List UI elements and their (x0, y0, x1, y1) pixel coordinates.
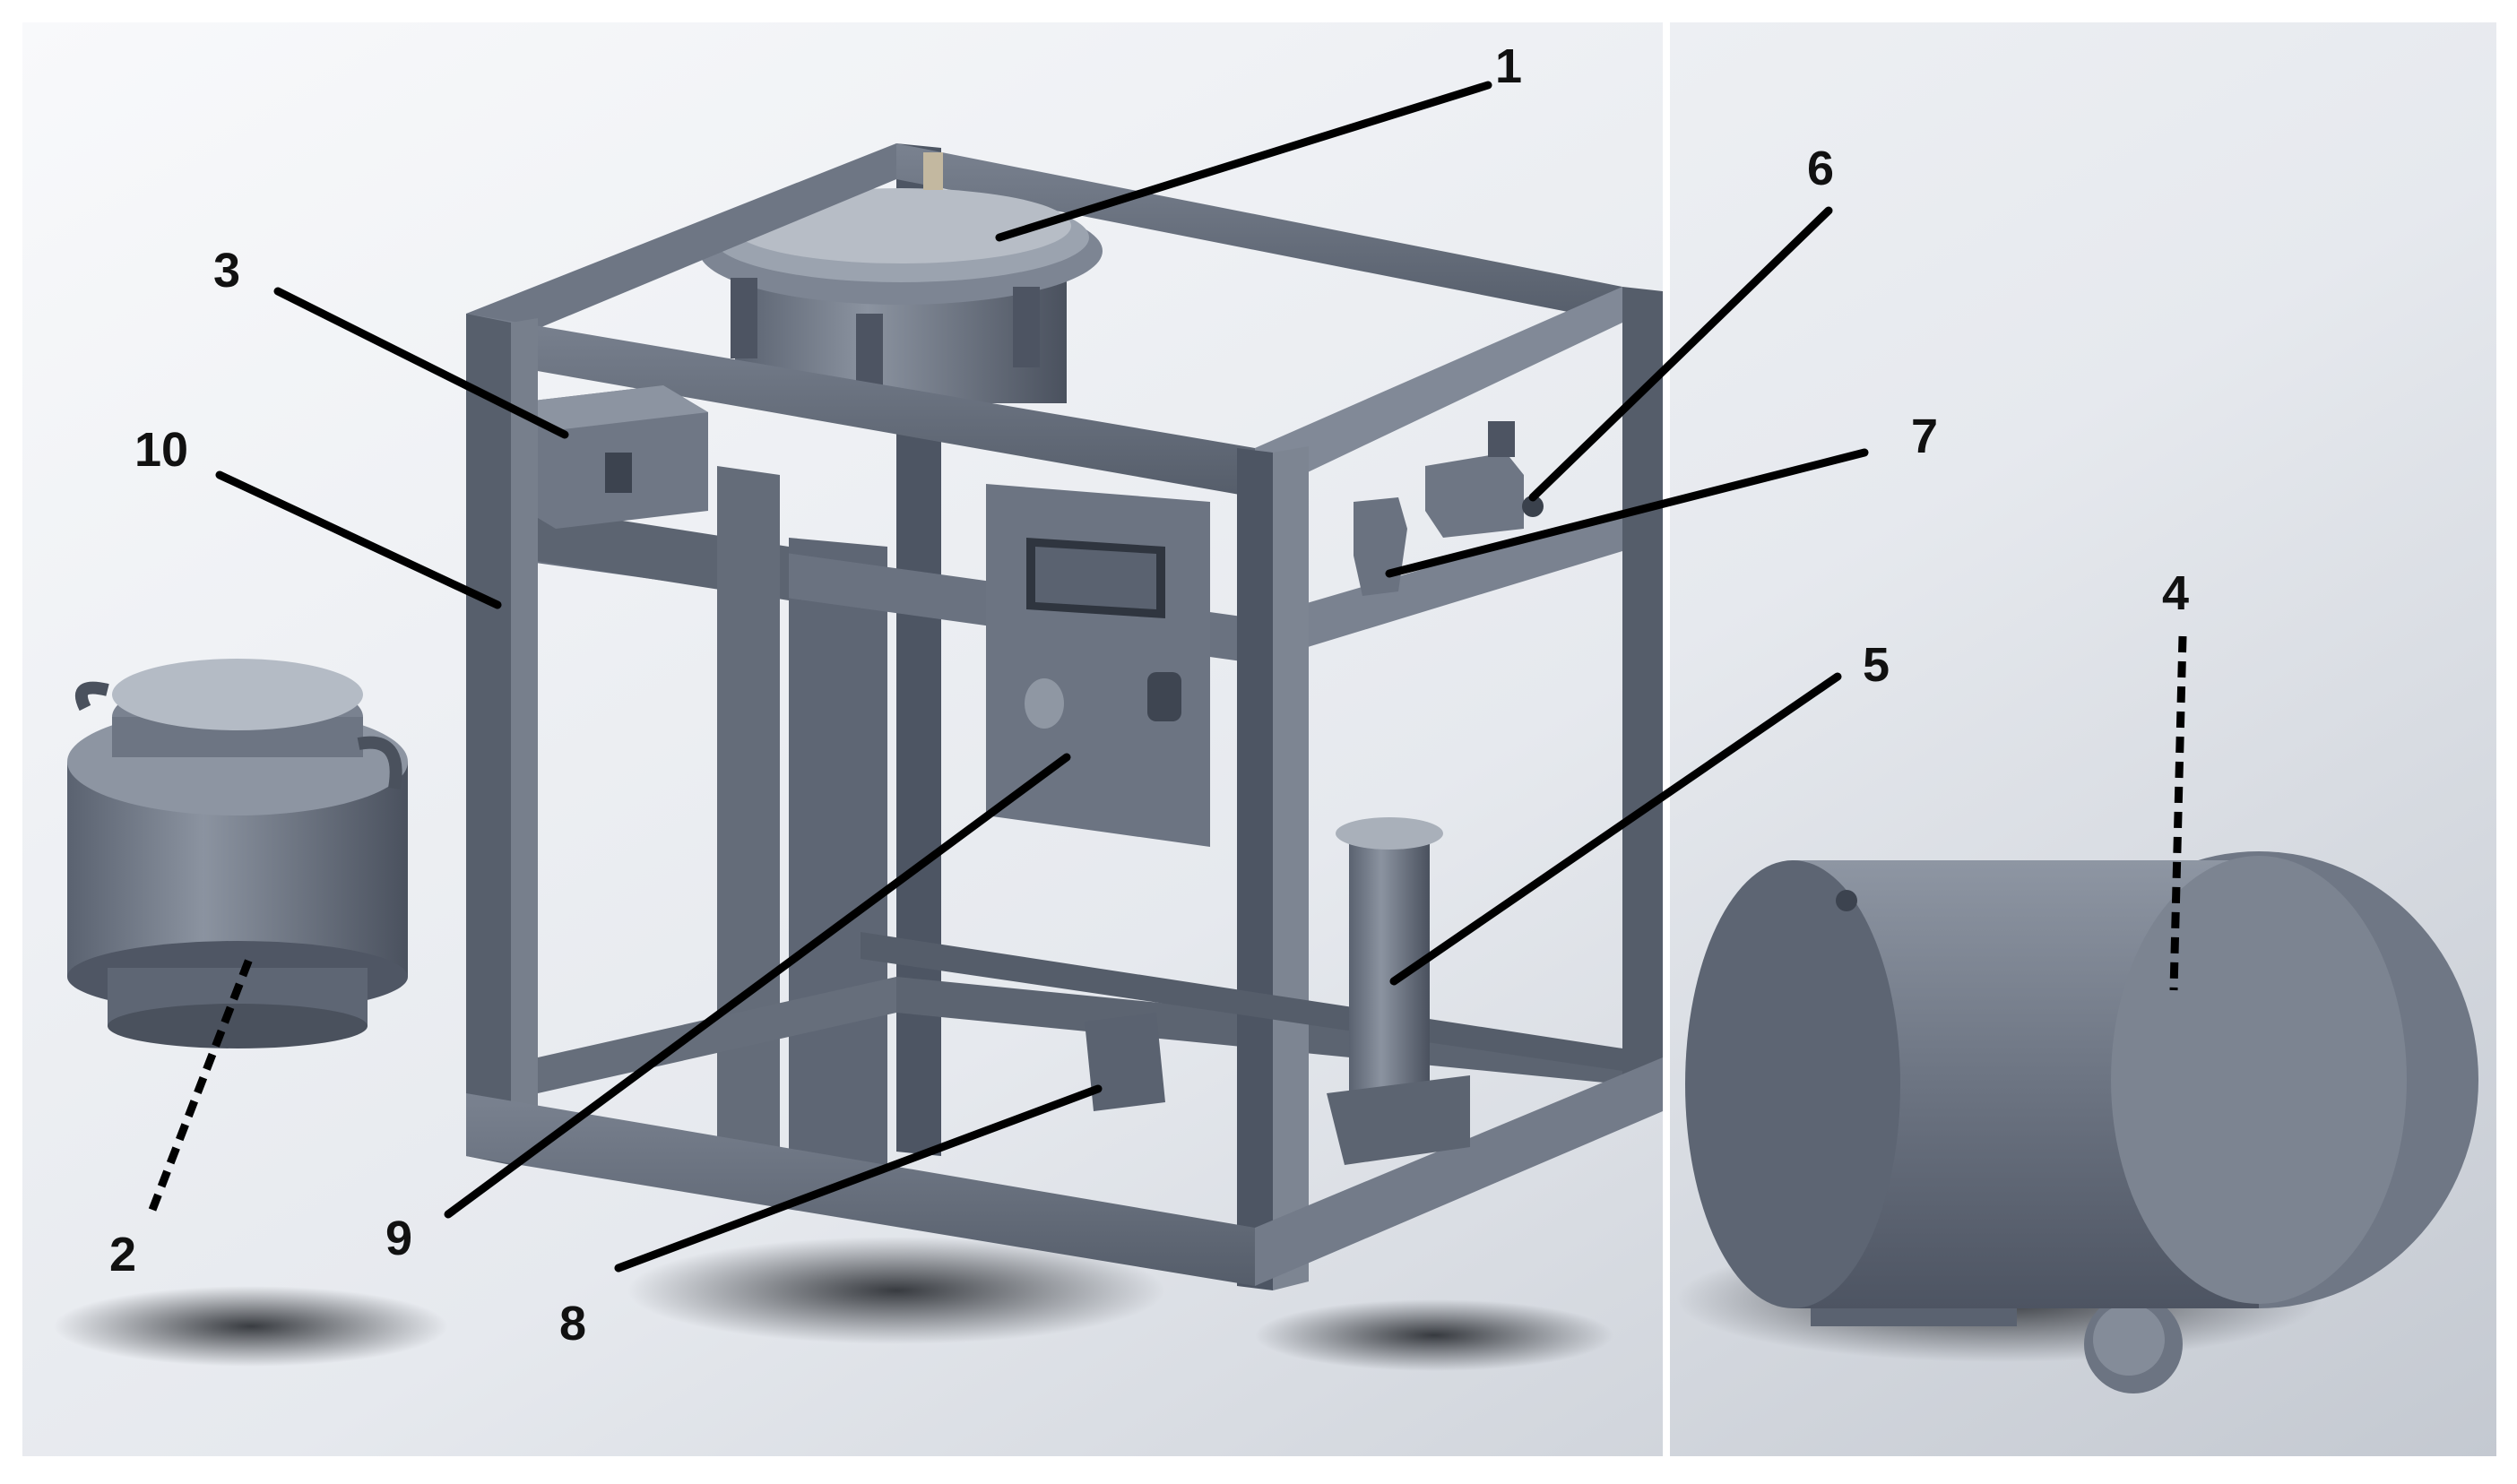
leader-6 (1528, 206, 1833, 502)
callout-10: 10 (134, 423, 188, 477)
leader-10 (215, 470, 502, 609)
leader-lines (148, 81, 2187, 1273)
control-panel (986, 484, 1210, 847)
shadow-center (627, 1237, 1165, 1344)
leader-7 (1385, 448, 1869, 578)
leader-4 (2169, 635, 2187, 991)
shadow-right (1255, 1299, 1613, 1371)
leader-1 (995, 81, 1492, 242)
callout-9: 9 (385, 1212, 412, 1265)
inner-column (789, 538, 887, 1165)
callout-8: 8 (559, 1297, 586, 1350)
callout-4: 4 (2162, 566, 2189, 620)
callout-labels: 1 2 3 4 5 6 7 8 9 10 (109, 39, 2189, 1350)
horizontal-tank (1685, 851, 2478, 1393)
callout-2: 2 (109, 1228, 136, 1281)
frame-top (466, 143, 1622, 663)
leader-9 (444, 753, 1071, 1219)
callout-7: 7 (1911, 410, 1938, 463)
leader-5 (1389, 672, 1842, 986)
white-frame-gap (1663, 22, 1670, 1456)
electrical-box (511, 385, 708, 529)
shadow-left (54, 1286, 448, 1367)
bottom-bracket (1085, 1013, 1165, 1111)
callout-5: 5 (1863, 638, 1890, 692)
frame-bottom (466, 932, 1663, 1286)
leader-3 (273, 287, 569, 439)
callout-3: 3 (213, 244, 240, 298)
leader-8 (614, 1084, 1103, 1273)
leader-2 (148, 953, 255, 1212)
frame-right-front-column (1237, 446, 1309, 1290)
callout-1: 1 (1495, 39, 1522, 93)
callout-6: 6 (1807, 142, 1834, 195)
